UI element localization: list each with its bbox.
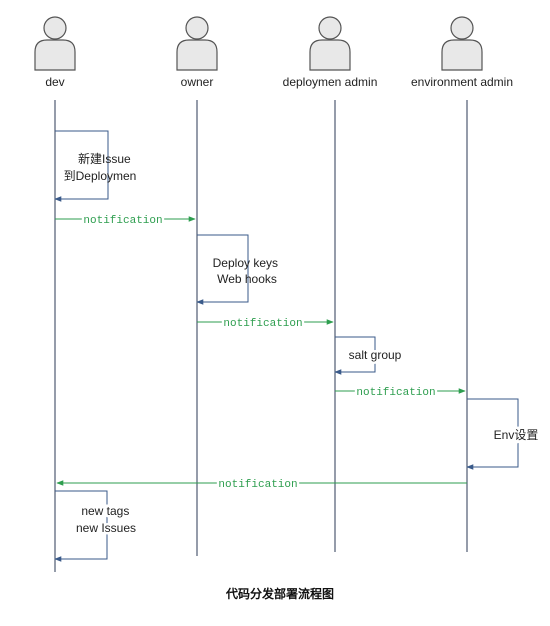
message-label: notification <box>356 387 435 399</box>
self-arrow <box>334 336 376 375</box>
actor-deploymen-admin: deploymen admin <box>283 16 378 89</box>
note-line: Env设置 <box>494 428 539 442</box>
note-line: new tags <box>81 504 129 518</box>
person-icon <box>441 16 483 71</box>
self-arrow <box>54 130 109 202</box>
message-notification: notification <box>55 213 196 230</box>
self-message: salt group <box>334 336 404 375</box>
message-notification: notification <box>56 477 467 494</box>
actor-dev: dev <box>34 16 76 89</box>
message-label: notification <box>83 215 162 227</box>
actor-label-environment-admin: environment admin <box>411 75 513 89</box>
note-line: Web hooks <box>217 272 277 286</box>
self-message: new tags new Issues <box>54 490 139 562</box>
self-arrow <box>466 398 519 470</box>
person-icon <box>309 16 351 71</box>
actor-owner: owner <box>176 16 218 89</box>
message-notification: notification <box>197 316 334 333</box>
actor-label-deploymen-admin: deploymen admin <box>283 75 378 89</box>
diagram-caption: 代码分发部署流程图 <box>225 586 334 601</box>
actor-label-owner: owner <box>181 75 214 89</box>
svg-text:Deploy keys Web hooks: Deploy keys Web hooks <box>213 256 282 286</box>
message-label: notification <box>223 318 302 330</box>
message-notification: notification <box>335 385 466 402</box>
note-line: 新建Issue <box>78 151 131 166</box>
self-message: 新建Issue 到Deploymen <box>54 130 137 202</box>
self-arrow <box>54 490 108 562</box>
svg-text:new tags new Issues: new tags new Issues <box>76 504 136 535</box>
self-arrow <box>196 234 249 305</box>
svg-text:新建Issue 到Deploymen: 新建Issue 到Deploymen <box>64 151 137 183</box>
actor-environment-admin: environment admin <box>411 16 513 89</box>
self-message: Deploy keys Web hooks <box>196 234 282 305</box>
self-message: Env设置 <box>466 398 541 470</box>
note-line: 到Deploymen <box>64 169 137 183</box>
person-icon <box>176 16 218 71</box>
note-line: salt group <box>349 348 402 362</box>
message-label: notification <box>218 479 297 491</box>
note-line: Deploy keys <box>213 256 278 270</box>
note-line: new Issues <box>76 521 136 535</box>
person-icon <box>34 16 76 71</box>
actor-label-dev: dev <box>45 75 64 89</box>
